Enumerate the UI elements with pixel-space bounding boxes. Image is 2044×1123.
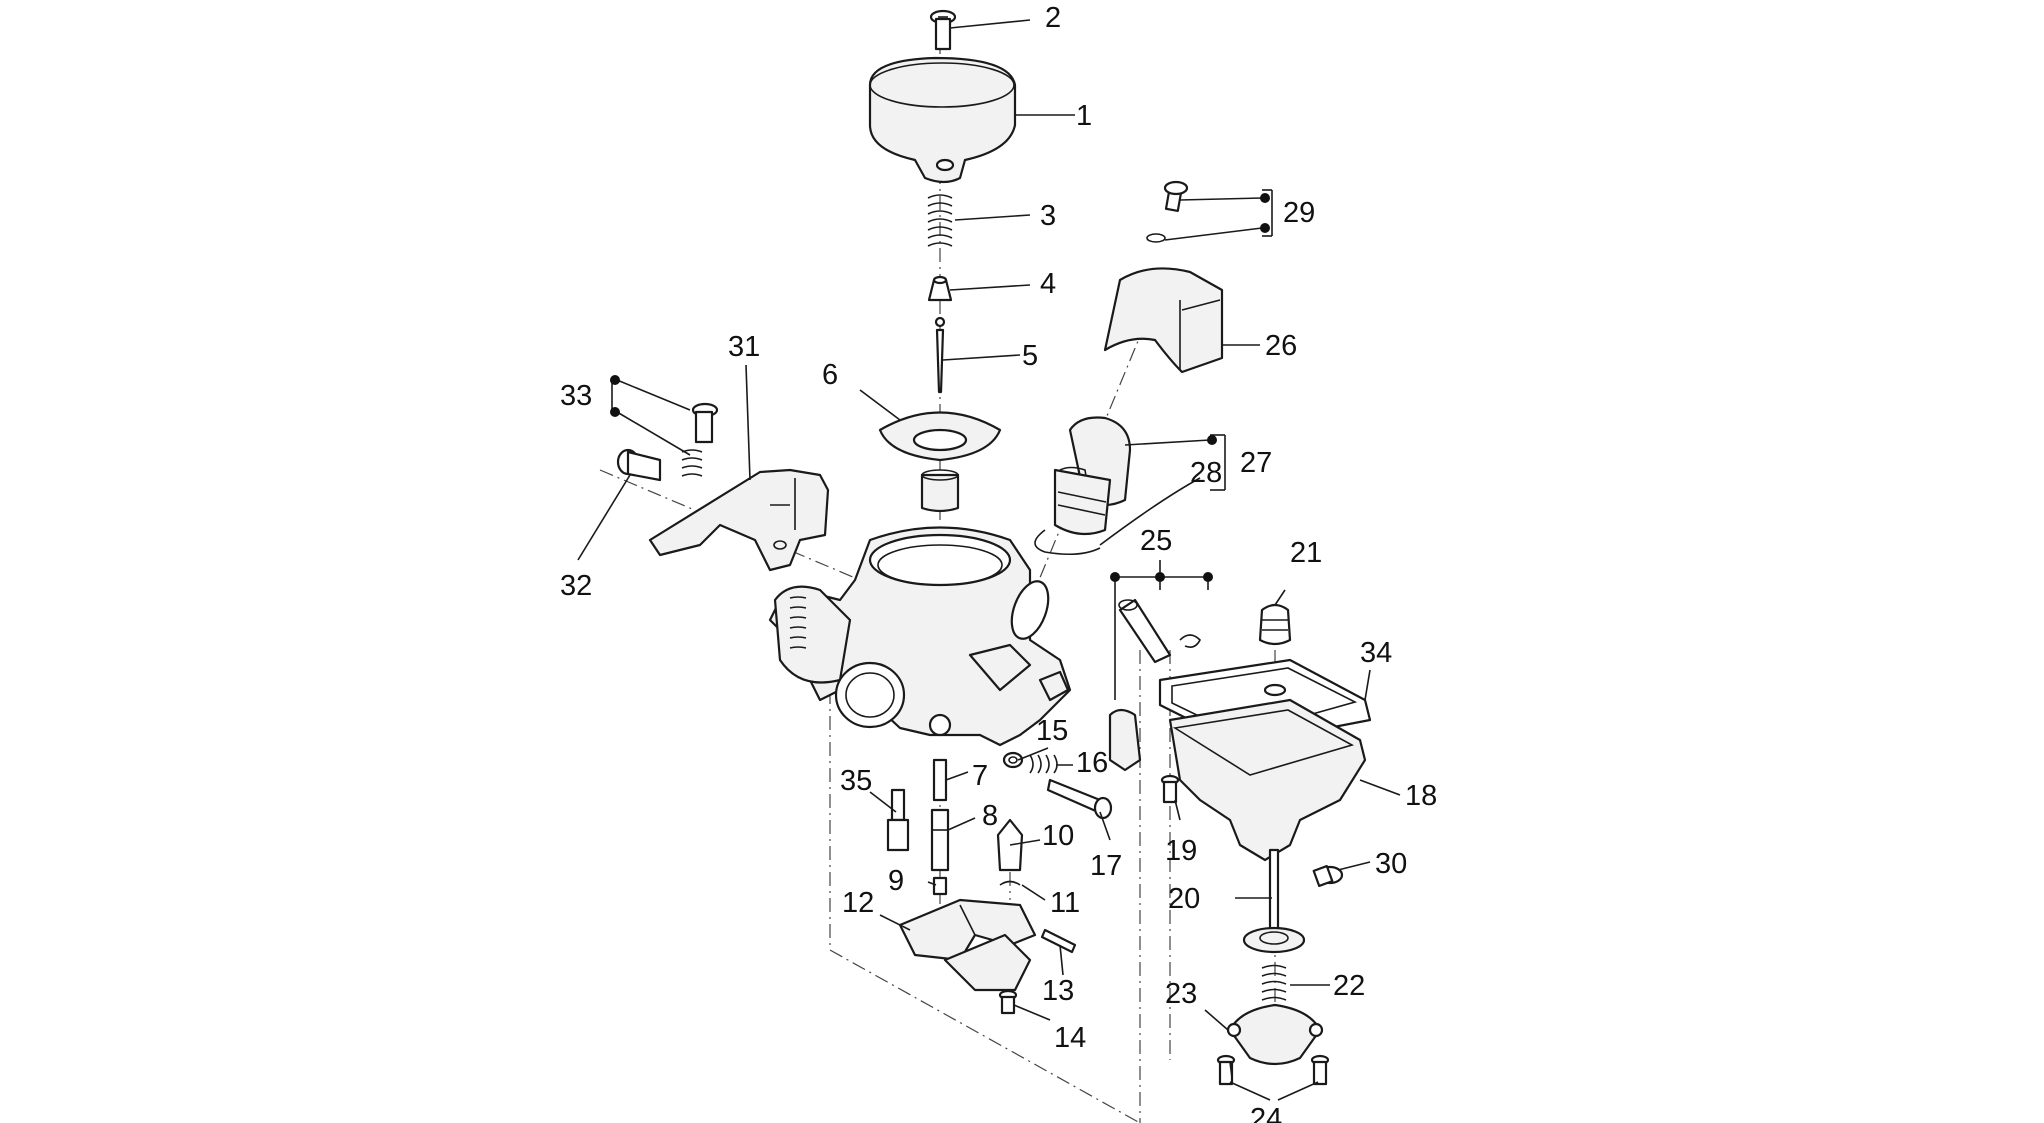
callout-23: 23: [1165, 978, 1197, 1010]
part-12-float[interactable]: [898, 898, 1037, 992]
part-31-throttle-lever[interactable]: [648, 468, 830, 572]
part-33-adjust-screw[interactable]: [681, 402, 719, 477]
part-29-screw-washer[interactable]: [1146, 180, 1189, 243]
callout-30: 30: [1375, 848, 1407, 880]
part-30-drain-screw[interactable]: [1312, 864, 1344, 888]
part-16-spring[interactable]: [1029, 754, 1058, 774]
part-1-carburetor-top-cover[interactable]: [868, 56, 1017, 184]
part-17-mixture-screw[interactable]: [1046, 778, 1113, 820]
callout-19: 19: [1165, 835, 1197, 867]
callout-1: 1: [1076, 100, 1092, 132]
part-14-float-screw[interactable]: [998, 989, 1018, 1015]
callout-29: 29: [1283, 197, 1315, 229]
part-7-needle-jet[interactable]: [932, 758, 948, 802]
callout-3: 3: [1040, 200, 1056, 232]
callout-14: 14: [1054, 1022, 1086, 1054]
callout-25: 25: [1140, 525, 1172, 557]
callout-21: 21: [1290, 537, 1322, 569]
part-26-choke-cover[interactable]: [1103, 267, 1224, 374]
part-20-float-valve[interactable]: [1242, 848, 1306, 954]
part-28-retaining-clip[interactable]: [1034, 529, 1101, 556]
part-18-float-bowl[interactable]: [1168, 683, 1367, 862]
callout-32: 32: [560, 570, 592, 602]
callout-10: 10: [1042, 820, 1074, 852]
callout-16: 16: [1076, 747, 1108, 779]
callout-15: 15: [1036, 715, 1068, 747]
part-9-main-jet[interactable]: [932, 876, 948, 896]
callout-17: 17: [1090, 850, 1122, 882]
callout-7: 7: [972, 760, 988, 792]
callout-34: 34: [1360, 637, 1392, 669]
part-35-pilot-jet[interactable]: [886, 788, 910, 852]
part-5-jet-needle[interactable]: [934, 316, 946, 394]
part-8-emulsion-tube[interactable]: [930, 808, 950, 872]
part-6-diaphragm-slide[interactable]: [878, 411, 1002, 513]
part-27-starter-valve[interactable]: [1053, 416, 1132, 536]
callout-labels: 1 2 3 4 5 6 7 8 9 10 11 12 13 14 15 16 1…: [560, 2, 1437, 1123]
part-25-hose-clamp[interactable]: [1108, 598, 1201, 772]
callout-22: 22: [1333, 970, 1365, 1002]
callout-26: 26: [1265, 330, 1297, 362]
bullet-markers: [610, 193, 1270, 582]
part-15-o-ring[interactable]: [1002, 751, 1024, 769]
part-23-diaphragm-cover[interactable]: [1226, 1003, 1324, 1066]
callout-11: 11: [1050, 887, 1080, 919]
part-19-bowl-screw[interactable]: [1160, 774, 1180, 804]
part-2-cover-screw[interactable]: [929, 9, 957, 51]
callout-9: 9: [888, 865, 904, 897]
callout-28: 28: [1190, 457, 1222, 489]
callout-6: 6: [822, 359, 838, 391]
carburetor-body[interactable]: [768, 526, 1072, 747]
leader-lines: [577, 19, 1401, 1101]
part-32-pivot-pin[interactable]: [616, 448, 662, 482]
part-11-float-clip[interactable]: [999, 880, 1021, 886]
callout-33: 33: [560, 380, 592, 412]
callout-31: 31: [728, 331, 760, 363]
callout-5: 5: [1022, 340, 1038, 372]
part-3-spring[interactable]: [927, 194, 953, 247]
callout-2: 2: [1045, 2, 1061, 34]
callout-27: 27: [1240, 447, 1272, 479]
callout-24: 24: [1250, 1103, 1282, 1123]
part-4-needle-retainer[interactable]: [927, 275, 953, 302]
callout-13: 13: [1042, 975, 1074, 1007]
part-22-spring[interactable]: [1261, 964, 1287, 1001]
callout-8: 8: [982, 800, 998, 832]
callout-35: 35: [840, 765, 872, 797]
part-13-float-pin[interactable]: [1040, 928, 1077, 954]
callout-12: 12: [842, 887, 874, 919]
callout-20: 20: [1168, 883, 1200, 915]
part-21-rubber-cap[interactable]: [1258, 603, 1292, 646]
callout-4: 4: [1040, 268, 1056, 300]
callout-18: 18: [1405, 780, 1437, 812]
part-24-cover-screws[interactable]: [1216, 1054, 1330, 1086]
